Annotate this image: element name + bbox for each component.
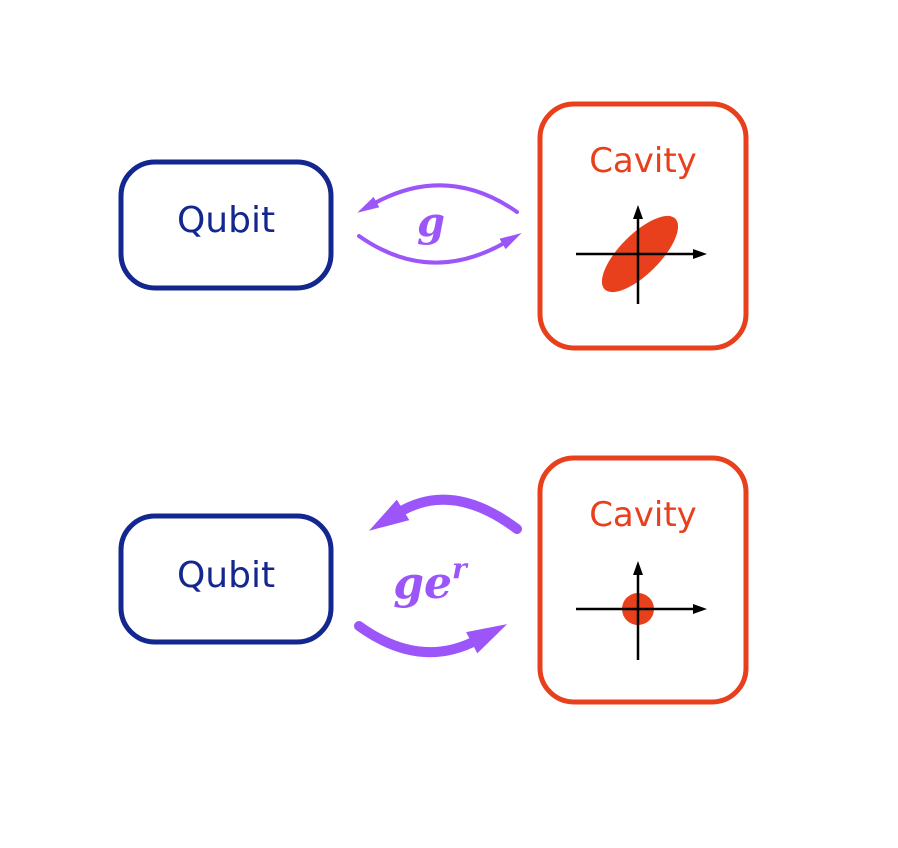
phase-space-plot [576,561,707,660]
coupling-arrow-to-qubit [357,183,519,214]
qubit-box [118,159,334,291]
phase-space-plot [576,205,707,304]
coupling-label: g [417,199,445,246]
panel-top: Qubit Cavity g [118,101,749,351]
panel-bottom: Qubit Cavity ger [118,455,749,705]
cavity-label: Cavity [589,495,697,535]
coupling-arrow-to-cavity [357,232,522,265]
coupling-label: ger [393,552,469,609]
cavity-box [537,101,749,351]
qubit-label: Qubit [177,555,275,596]
cavity-box [537,455,749,705]
qubit-label: Qubit [177,200,275,241]
cavity-label: Cavity [589,141,697,181]
coupling-arrow-to-qubit [368,494,522,534]
qubit-box [118,513,334,645]
coupling-arrow-to-cavity [354,621,508,658]
